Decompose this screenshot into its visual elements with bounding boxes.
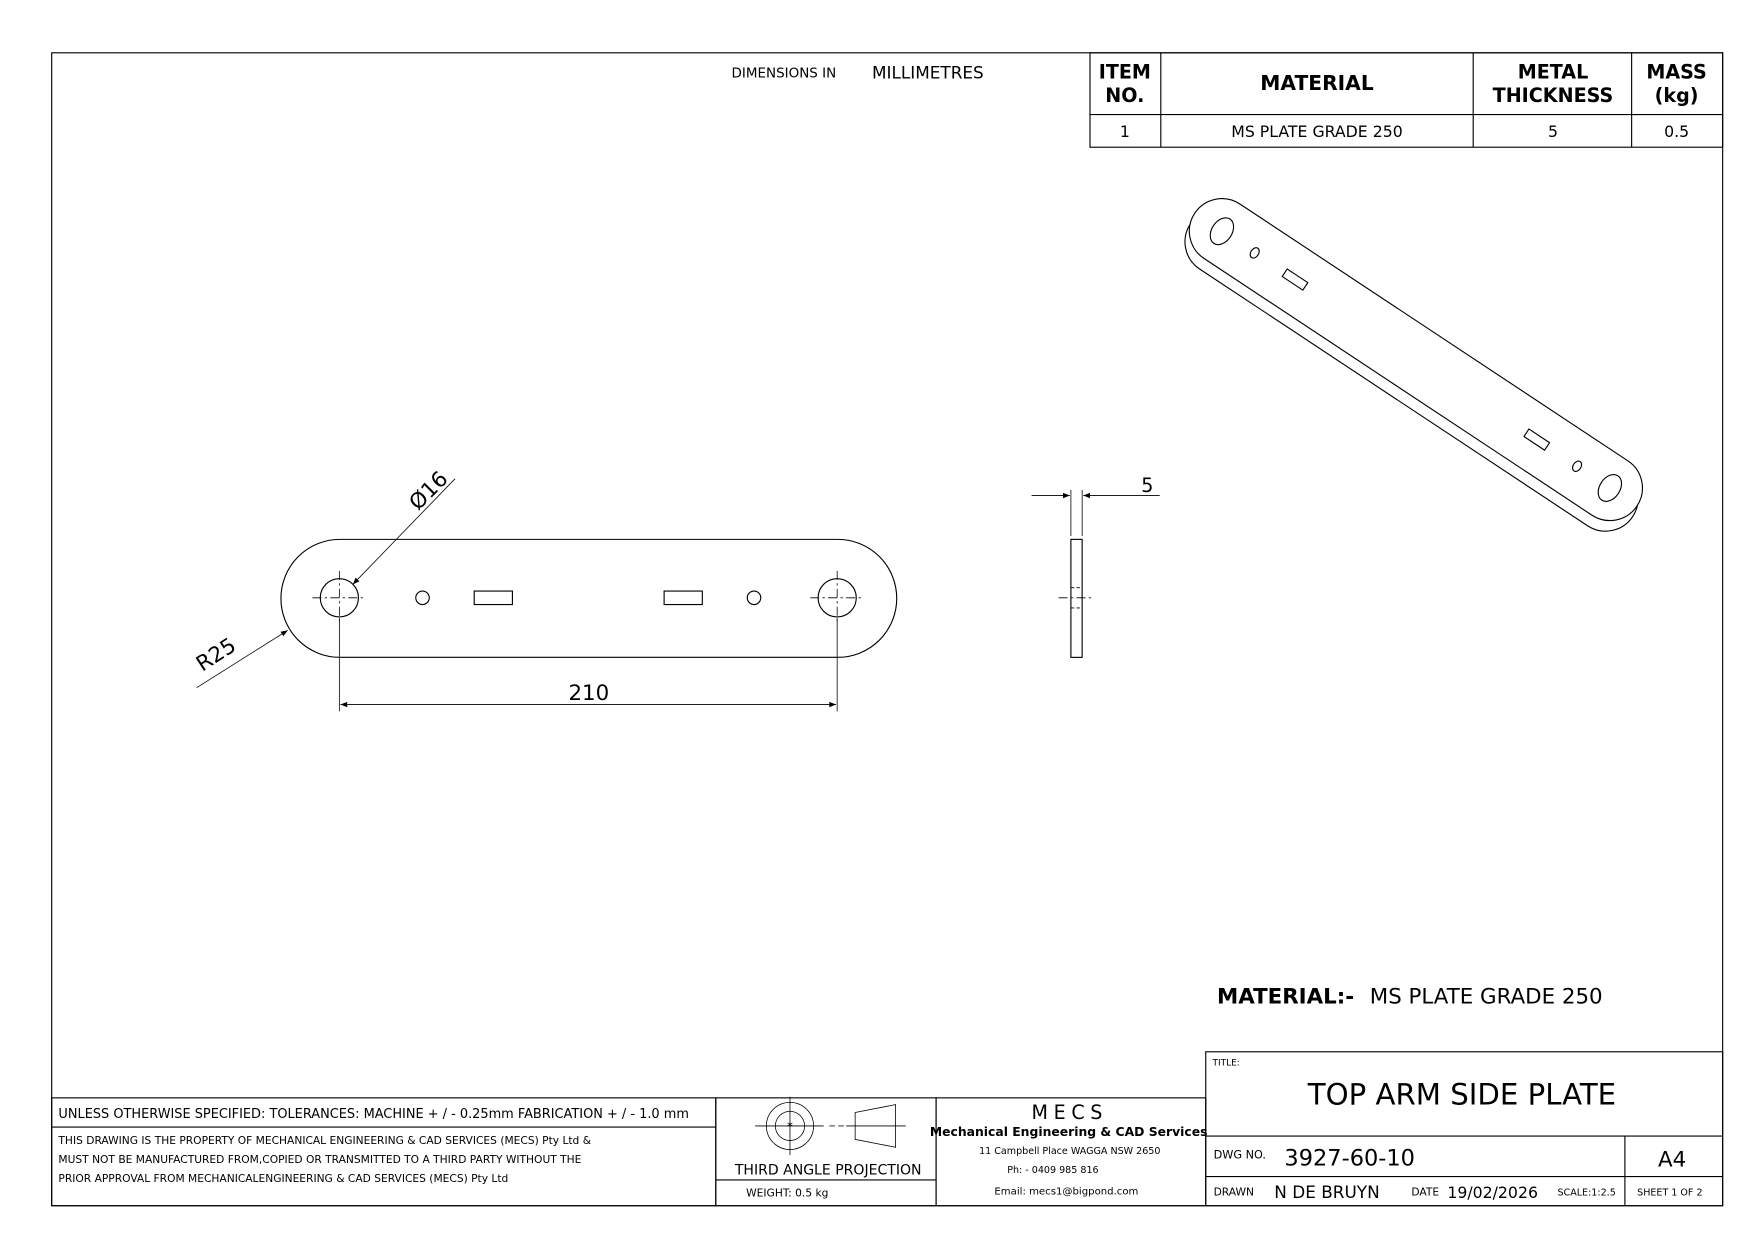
bom-header-material: MATERIAL: [1260, 71, 1374, 95]
weight-label: WEIGHT: 0.5 kg: [746, 1187, 828, 1200]
dim-length: 210: [568, 681, 609, 706]
company-phone: Ph: - 0409 985 816: [1007, 1165, 1098, 1176]
svg-text:*: *: [787, 1119, 793, 1133]
bom-header-item: ITEM: [1099, 61, 1151, 84]
dimensions-unit: MILLIMETRES: [872, 63, 984, 83]
company-block: MECS Mechanical Engineering & CAD Servic…: [930, 1097, 1208, 1207]
side-view: 5: [1031, 474, 1160, 658]
material-note-value: MS PLATE GRADE 250: [1370, 984, 1603, 1009]
company-email: Email: mecs1@bigpond.com: [994, 1186, 1138, 1197]
dwg-no: 3927-60-10: [1284, 1145, 1415, 1171]
dim-thickness: 5: [1141, 474, 1153, 497]
scale: SCALE:1:2.5: [1557, 1188, 1615, 1199]
bom-table: ITEM NO. MATERIAL METAL THICKNESS MASS (…: [1089, 52, 1724, 148]
date-label: DATE: [1411, 1186, 1439, 1199]
company-logo: MECS: [1032, 1101, 1108, 1124]
title-block: TITLE: TOP ARM SIDE PLATE DWG NO. 3927-6…: [1205, 1051, 1724, 1207]
sheet-border: [51, 52, 1724, 1207]
dimensions-label: DIMENSIONS IN: [732, 66, 837, 82]
plate-outline: [280, 538, 898, 658]
property-note: MUST NOT BE MANUFACTURED FROM,COPIED OR …: [58, 1153, 581, 1166]
isometric-view: [1184, 198, 1644, 532]
dim-hole-diameter: Ø16: [405, 467, 454, 516]
property-note: PRIOR APPROVAL FROM MECHANICALENGINEERIN…: [58, 1172, 508, 1185]
sheet-number: SHEET 1 OF 2: [1637, 1188, 1702, 1199]
date-value: 19/02/2026: [1447, 1183, 1538, 1202]
company-name: Mechanical Engineering & CAD Services: [930, 1125, 1208, 1139]
bom-cell-material: MS PLATE GRADE 250: [1231, 122, 1402, 141]
drawn-by: N DE BRUYN: [1274, 1182, 1379, 1202]
bom-header-thickness: THICKNESS: [1493, 84, 1614, 107]
bom-cell-thickness: 5: [1548, 122, 1558, 141]
bom-header-item: NO.: [1105, 84, 1144, 107]
front-view: 210 Ø16 R25: [192, 467, 898, 712]
bom-header-mass: (kg): [1655, 84, 1699, 107]
title-label: TITLE:: [1211, 1058, 1239, 1068]
notes-block: UNLESS OTHERWISE SPECIFIED: TOLERANCES: …: [51, 1097, 717, 1207]
dim-radius: R25: [192, 633, 241, 677]
dwg-no-label: DWG NO.: [1214, 1149, 1266, 1162]
projection-block: * THIRD ANGLE PROJECTION WEIGHT: 0.5 kg: [715, 1096, 937, 1207]
projection-label: THIRD ANGLE PROJECTION: [734, 1162, 922, 1178]
bom-cell-item: 1: [1120, 122, 1130, 141]
material-note-label: MATERIAL:-: [1217, 984, 1354, 1009]
bom-cell-mass: 0.5: [1664, 122, 1689, 141]
bom-header-mass: MASS: [1646, 61, 1706, 84]
property-note: THIS DRAWING IS THE PROPERTY OF MECHANIC…: [57, 1134, 591, 1147]
bom-header-thickness: METAL: [1518, 61, 1589, 84]
drawn-label: DRAWN: [1214, 1186, 1254, 1199]
drawing-title: TOP ARM SIDE PLATE: [1307, 1078, 1616, 1112]
sheet-size: A4: [1658, 1147, 1686, 1172]
tolerance-note: UNLESS OTHERWISE SPECIFIED: TOLERANCES: …: [58, 1107, 688, 1122]
third-angle-projection-icon: *: [755, 1096, 906, 1156]
company-address: 11 Campbell Place WAGGA NSW 2650: [979, 1146, 1160, 1157]
